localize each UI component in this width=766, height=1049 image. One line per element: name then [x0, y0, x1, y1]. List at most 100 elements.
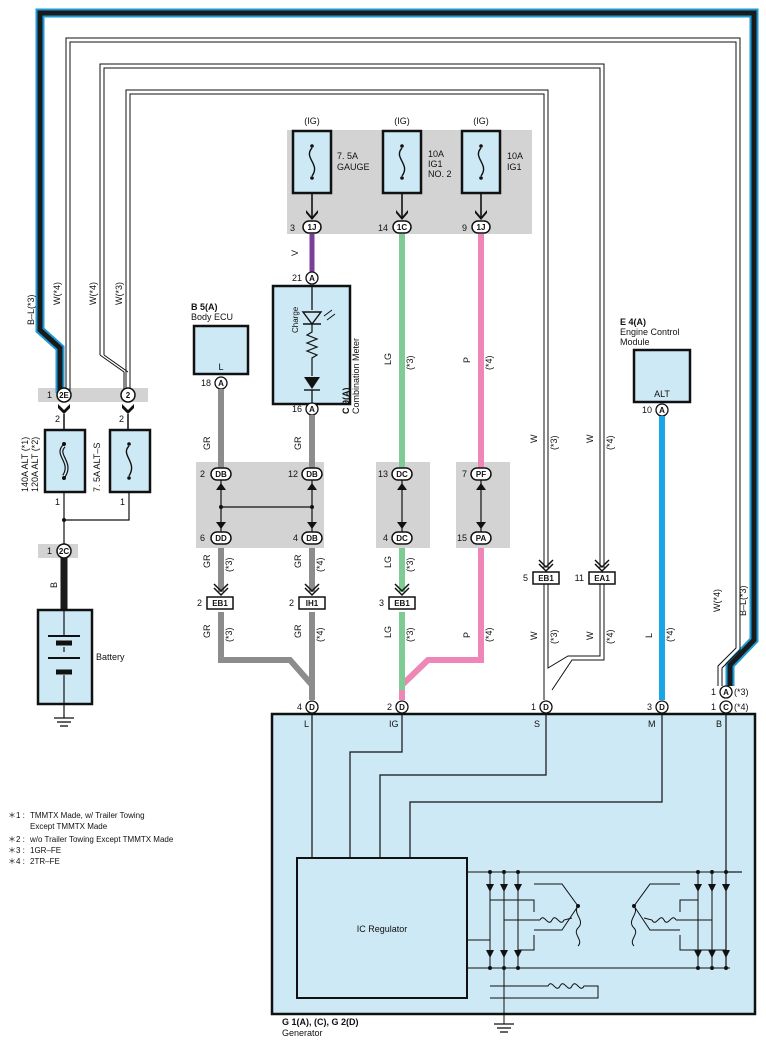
svg-text:W(*3): W(*3): [114, 282, 124, 305]
w4-wire-alt-s: [99, 63, 605, 568]
svg-text:14: 14: [378, 223, 388, 233]
main-fuse: 140A ALT (*1) 120A ALT (*2) 1: [20, 414, 87, 507]
svg-text:C 9(A): C 9(A): [341, 387, 351, 414]
fuse-ig-label: (IG): [473, 116, 489, 126]
svg-text:(*4): (*4): [665, 627, 675, 642]
svg-text:2C: 2C: [59, 547, 69, 556]
fuse-rating: 10A: [507, 151, 523, 161]
svg-text:LG: LG: [383, 626, 393, 638]
svg-text:B–L(*3): B–L(*3): [738, 585, 748, 616]
battery-label: Battery: [96, 652, 125, 662]
svg-text:2: 2: [197, 598, 202, 608]
svg-text:(*4): (*4): [734, 702, 749, 712]
w-wires-lower: [543, 584, 605, 700]
svg-text:B 5(A): B 5(A): [191, 302, 218, 312]
svg-text:GR: GR: [202, 554, 212, 568]
svg-text:L: L: [644, 633, 654, 638]
svg-text:3: 3: [647, 702, 652, 712]
svg-text:PF: PF: [476, 470, 486, 479]
svg-text:7: 7: [462, 469, 467, 479]
svg-text:21: 21: [292, 273, 302, 283]
battery-connector: 2C 1: [47, 543, 72, 559]
svg-text:W(*4): W(*4): [712, 589, 722, 612]
svg-text:A: A: [309, 274, 315, 283]
svg-text:W: W: [529, 434, 539, 443]
svg-text:D: D: [399, 703, 405, 712]
svg-text:2: 2: [289, 598, 294, 608]
svg-text:＊2 :: ＊2 :: [8, 835, 25, 844]
svg-text:M: M: [648, 719, 656, 729]
generator: D 4 L D 2 IG D 1 S D 3 M B A 1 (*3) C 1 …: [270, 685, 757, 1038]
fuse-connectors: 1J 3 1C 14 1J 9: [290, 220, 491, 234]
svg-text:EB1: EB1: [394, 599, 410, 608]
svg-text:LG: LG: [383, 353, 393, 365]
charge-label: Charge: [291, 306, 300, 333]
svg-text:Except TMMTX Made: Except TMMTX Made: [30, 822, 108, 831]
svg-text:2: 2: [119, 414, 124, 424]
svg-text:9: 9: [462, 223, 467, 233]
svg-text:P: P: [462, 632, 472, 638]
svg-text:(*4): (*4): [605, 435, 615, 450]
svg-text:120A ALT (*2): 120A ALT (*2): [30, 437, 40, 492]
svg-text:D: D: [659, 703, 665, 712]
svg-text:2: 2: [200, 469, 205, 479]
left-chevrons: [58, 404, 134, 414]
b-l-main-wire: [35, 8, 759, 686]
svg-text:DB: DB: [306, 470, 318, 479]
svg-text:Generator: Generator: [282, 1028, 323, 1038]
svg-text:G 1(A), (C), G 2(D): G 1(A), (C), G 2(D): [282, 1017, 359, 1027]
junction-arrows: [216, 483, 486, 529]
fuse-name: IG1: [428, 159, 443, 169]
svg-text:IG: IG: [389, 719, 399, 729]
svg-text:3: 3: [290, 223, 295, 233]
svg-text:B–L(*3): B–L(*3): [26, 294, 36, 325]
svg-text:EB1: EB1: [538, 574, 554, 583]
svg-text:10: 10: [642, 405, 652, 415]
lower-wire-labels: GR (*3) GR (*4) LG (*3) GR (*3) GR (*4) …: [26, 282, 748, 644]
svg-text:4: 4: [293, 533, 298, 543]
svg-text:2E: 2E: [59, 391, 69, 400]
svg-text:7. 5A ALT–S: 7. 5A ALT–S: [92, 443, 102, 492]
svg-text:Combination Meter: Combination Meter: [351, 338, 361, 414]
w3-wire-alt-s: [125, 89, 549, 568]
fuse-gauge: (IG) 7. 5A GAUGE: [291, 116, 370, 195]
fuse-ig1-no2: (IG) 10A IG1 NO. 2: [381, 116, 452, 195]
svg-text:(*3): (*3): [549, 629, 559, 644]
svg-text:EA1: EA1: [594, 574, 610, 583]
svg-text:1: 1: [711, 687, 716, 697]
footnotes: ＊1 : TMMTX Made, w/ Trailer Towing Excep…: [8, 811, 174, 866]
svg-text:TMMTX Made, w/ Trailer Towing: TMMTX Made, w/ Trailer Towing: [30, 811, 145, 820]
svg-text:GR: GR: [293, 554, 303, 568]
wire-label-v: V: [290, 250, 300, 256]
svg-text:2: 2: [126, 391, 131, 400]
svg-text:A: A: [218, 379, 224, 388]
svg-text:2: 2: [55, 414, 60, 424]
svg-text:2: 2: [387, 702, 392, 712]
left-connectors: 2E 1 2 2 2: [47, 387, 136, 424]
svg-text:1J: 1J: [477, 223, 486, 232]
svg-text:DC: DC: [396, 470, 408, 479]
svg-text:W: W: [529, 631, 539, 640]
svg-text:Engine Control: Engine Control: [620, 327, 680, 337]
ground-battery: [54, 717, 74, 727]
svg-text:1C: 1C: [397, 223, 407, 232]
svg-text:(*4): (*4): [484, 355, 494, 370]
battery: Battery: [36, 608, 125, 718]
svg-text:(*3): (*3): [405, 627, 415, 642]
svg-text:GR: GR: [202, 436, 212, 450]
svg-text:L: L: [218, 362, 223, 372]
svg-text:12: 12: [288, 469, 298, 479]
svg-text:A: A: [659, 406, 665, 415]
svg-text:(*3): (*3): [549, 435, 559, 450]
fuse-ig-label: (IG): [304, 116, 320, 126]
svg-text:＊4 :: ＊4 :: [8, 857, 25, 866]
svg-text:DB: DB: [215, 470, 227, 479]
svg-text:DB: DB: [306, 534, 318, 543]
svg-text:(*3): (*3): [734, 687, 749, 697]
svg-text:1: 1: [711, 702, 716, 712]
svg-text:13: 13: [378, 469, 388, 479]
svg-text:ALT: ALT: [654, 389, 670, 399]
ic-regulator-label: IC Regulator: [357, 924, 408, 934]
svg-text:Body ECU: Body ECU: [191, 312, 233, 322]
